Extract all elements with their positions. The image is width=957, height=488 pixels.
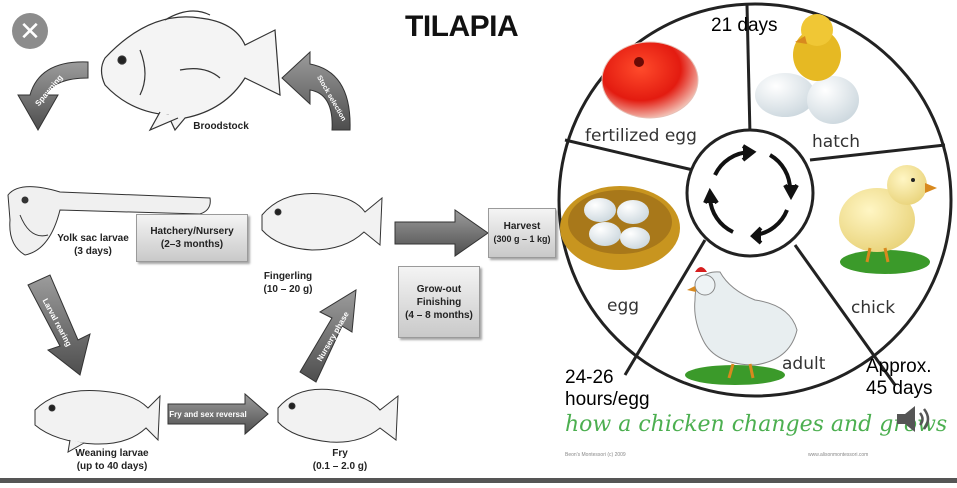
chick-icon bbox=[839, 165, 937, 274]
tilapia-lifecycle-diagram: Broodstock Spawning Stock selection Yolk… bbox=[7, 10, 556, 473]
close-button[interactable]: ✕ bbox=[12, 13, 48, 49]
yolk-sac-duration: (3 days) bbox=[74, 246, 112, 257]
tilapia-artwork bbox=[7, 10, 489, 453]
fry-sex-reversal-label: Fry and sex reversal bbox=[169, 410, 247, 419]
cycle-arrows-icon bbox=[703, 144, 799, 245]
yolk-sac-larvae-icon bbox=[7, 186, 211, 256]
speaker-button[interactable] bbox=[893, 402, 937, 436]
fertilized-egg-icon bbox=[601, 41, 699, 119]
larval-rearing-arrow bbox=[27, 274, 91, 376]
fingerling-weight: (10 – 20 g) bbox=[263, 284, 313, 295]
harvest-box: Harvest (300 g – 1 kg) bbox=[488, 208, 556, 258]
broodstock-fish-icon bbox=[100, 10, 281, 132]
bottom-bar bbox=[0, 478, 957, 483]
stock-selection-arrow bbox=[281, 50, 351, 131]
fry-weight: (0.1 – 2.0 g) bbox=[312, 461, 368, 472]
weaning-name: Weaning larvae bbox=[75, 448, 149, 459]
note-hours-per-egg: 24-26 hours/egg bbox=[565, 367, 650, 411]
weaning-larvae-fish-icon bbox=[34, 389, 161, 453]
fingerling-name: Fingerling bbox=[263, 271, 313, 282]
chick-label: chick bbox=[851, 298, 896, 318]
wheel-spokes bbox=[564, 4, 946, 386]
hen-icon bbox=[685, 267, 798, 385]
credit-left: Beon's Montessori (c) 2009 bbox=[565, 452, 626, 458]
harvest-arrow bbox=[394, 209, 489, 257]
close-icon: ✕ bbox=[19, 16, 41, 46]
chicken-tagline: how a chicken changes and grows bbox=[565, 412, 948, 437]
weaning-label: Weaning larvae (up to 40 days) bbox=[62, 447, 162, 473]
yolk-sac-label: Yolk sac larvae (3 days) bbox=[48, 232, 138, 258]
note-21-days: 21 days bbox=[711, 15, 778, 36]
credit-right: www.alisonmontessori.com bbox=[808, 452, 869, 458]
note-hours-value: 24-26 bbox=[565, 367, 614, 388]
growout-finishing: Finishing bbox=[416, 296, 462, 308]
fry-name: Fry bbox=[332, 448, 348, 459]
growout-name: Grow-out bbox=[416, 283, 462, 295]
inner-circle bbox=[685, 128, 815, 258]
harvest-weight: (300 g – 1 kg) bbox=[493, 234, 551, 244]
note-hours-unit: hours/egg bbox=[565, 389, 650, 410]
note-approx: Approx. bbox=[866, 356, 932, 377]
speaker-icon bbox=[897, 406, 930, 432]
hatchery-nursery-box: Hatchery/Nursery (2–3 months) bbox=[136, 214, 248, 262]
hatching-chick-icon bbox=[755, 14, 859, 124]
adult-label: adult bbox=[782, 354, 826, 374]
note-45-value: 45 days bbox=[866, 378, 933, 399]
spawning-arrow bbox=[17, 61, 89, 132]
fry-fish-icon bbox=[277, 388, 399, 443]
fingerling-label: Fingerling (10 – 20 g) bbox=[248, 270, 328, 296]
nursery-phase-arrow bbox=[299, 289, 357, 383]
harvest-name: Harvest bbox=[503, 221, 541, 232]
tilapia-title: TILAPIA bbox=[405, 10, 519, 43]
fry-sex-reversal-arrow bbox=[167, 392, 269, 436]
embryo-dot bbox=[634, 57, 644, 67]
broodstock-label: Broodstock bbox=[193, 121, 249, 132]
hatchery-duration: (2–3 months) bbox=[160, 239, 224, 250]
note-45-days: Approx. 45 days bbox=[866, 356, 933, 400]
hatchery-name: Hatchery/Nursery bbox=[150, 226, 234, 237]
fingerling-fish-icon bbox=[261, 193, 383, 251]
chicken-wheel bbox=[557, 2, 953, 398]
yolk-sac-name: Yolk sac larvae bbox=[57, 233, 129, 244]
egg-label: egg bbox=[607, 296, 640, 316]
fertilized-egg-label: fertilized egg bbox=[585, 126, 697, 146]
growout-box: Grow-out Finishing (4 – 8 months) bbox=[398, 266, 480, 338]
weaning-duration: (up to 40 days) bbox=[76, 461, 148, 472]
growout-duration: (4 – 8 months) bbox=[405, 309, 473, 321]
nest-eggs-icon bbox=[560, 186, 680, 270]
chicken-lifecycle-diagram: fertilized egg hatch chick adult egg bbox=[555, 0, 957, 483]
fry-label: Fry (0.1 – 2.0 g) bbox=[300, 447, 380, 473]
hatch-label: hatch bbox=[812, 132, 860, 152]
